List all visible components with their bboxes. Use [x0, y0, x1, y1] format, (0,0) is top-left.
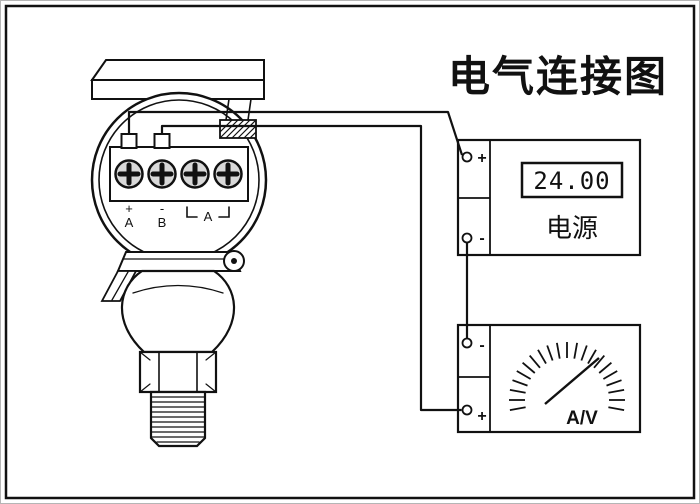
screw-terminal-3: [180, 159, 210, 189]
hex-nut: [138, 350, 218, 394]
page-border: [4, 4, 696, 500]
wiring: [127, 110, 469, 412]
meter-terminal-negative: [461, 337, 473, 349]
threaded-stem: [149, 390, 207, 448]
sensor-body: [120, 269, 236, 354]
cable-gland-icon: [219, 98, 257, 139]
wire-signal: [160, 124, 462, 412]
screw-terminal-1: [114, 159, 144, 189]
wire-clamp-1: [120, 133, 138, 149]
terminal2-label: B: [158, 215, 167, 230]
meter-terminal-positive-sign: +: [477, 408, 486, 425]
terminal2-sign: -: [160, 201, 164, 216]
test-label: A: [204, 209, 213, 224]
transmitter-drawing: + - A B A: [90, 59, 268, 448]
screw-terminal-2: [147, 159, 177, 189]
meter-box: - + A/V: [456, 323, 642, 434]
connection-points: [461, 151, 473, 416]
power-display-value: 24.00: [533, 167, 610, 195]
power-supply-box: 24.00 电源 + -: [456, 138, 642, 257]
power-terminal-positive: [461, 151, 473, 163]
wire-clamp-2: [153, 133, 171, 149]
gauge-ticks: [509, 342, 625, 411]
test-bracket-left: [186, 206, 198, 218]
page-title: 电气连接图: [448, 53, 668, 100]
mounting-bracket: [100, 270, 138, 302]
terminal-labels: + - A B A: [125, 201, 230, 230]
power-terminal-positive-sign: +: [477, 150, 486, 167]
meter-terminal-positive: [461, 404, 473, 416]
terminal1-label: A: [125, 215, 134, 230]
power-terminal-negative: [461, 232, 473, 244]
power-supply-label: 电源: [546, 213, 598, 243]
wire-positive: [127, 110, 464, 156]
terminal1-sign: +: [125, 201, 133, 216]
screw-terminals: [114, 159, 243, 189]
meter-label: A/V: [566, 408, 598, 429]
power-terminal-negative-sign: -: [479, 230, 484, 247]
power-display: [520, 161, 624, 199]
side-bolt-icon: [223, 250, 245, 272]
transmitter-neck: [116, 251, 242, 272]
test-bracket-right: [218, 206, 230, 218]
screw-terminal-4: [213, 159, 243, 189]
gauge-needle: [544, 357, 600, 405]
meter-terminal-negative-sign: -: [479, 337, 484, 354]
